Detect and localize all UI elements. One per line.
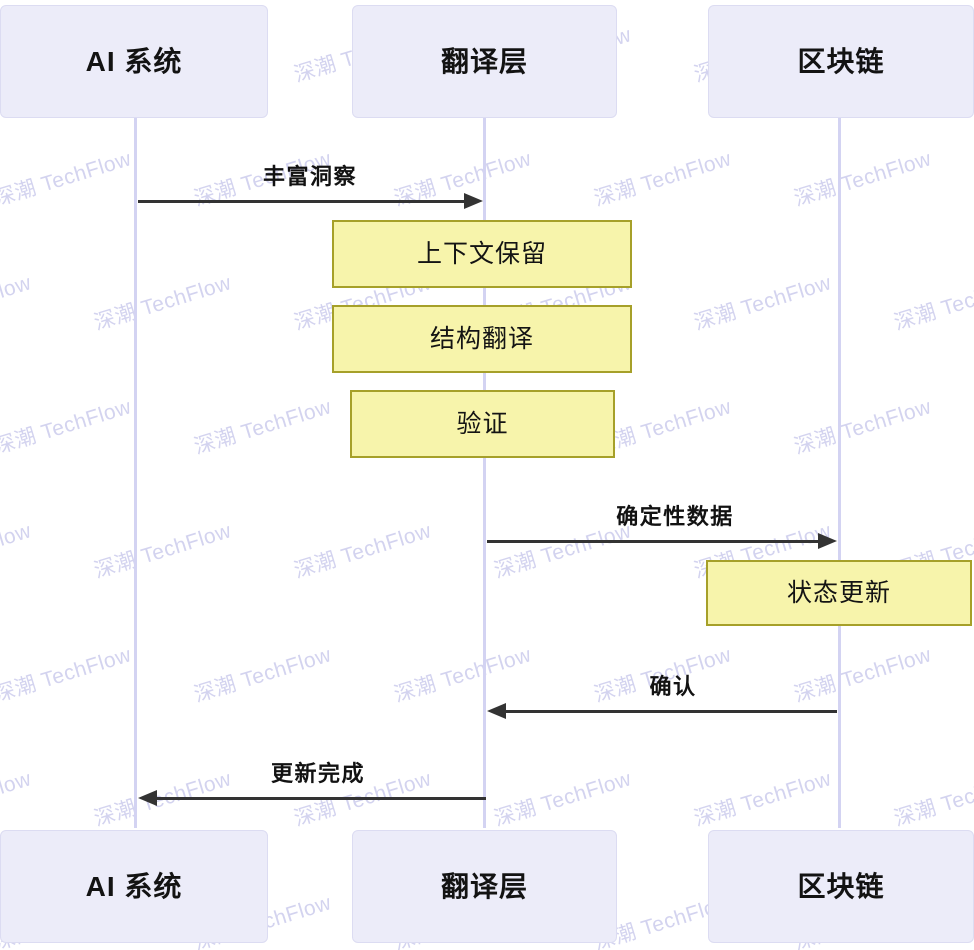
- note-state-update[interactable]: 状态更新: [706, 560, 972, 626]
- watermark-text: 深潮 TechFlow: [791, 395, 935, 459]
- watermark-text: 深潮 TechFlow: [691, 767, 835, 831]
- note-verification[interactable]: 验证: [350, 390, 615, 458]
- participant-label-ai-bottom: AI 系统: [85, 870, 183, 902]
- watermark-text: 深潮 TechFlow: [0, 767, 35, 831]
- note-structural-translation[interactable]: 结构翻译: [332, 305, 632, 373]
- message-line: [506, 710, 837, 713]
- participant-box-ai-top[interactable]: AI 系统: [0, 5, 268, 118]
- message-label: 确定性数据: [616, 504, 734, 529]
- watermark-text: 深潮 TechFlow: [791, 147, 935, 211]
- participant-label-ai-top: AI 系统: [85, 45, 183, 77]
- note-label: 上下文保留: [416, 239, 547, 268]
- participant-label-translation-top: 翻译层: [440, 45, 528, 77]
- message-line: [138, 200, 464, 203]
- message-label: 丰富洞察: [262, 164, 358, 189]
- note-label: 状态更新: [786, 578, 891, 607]
- message-line: [157, 797, 486, 800]
- participant-label-blockchain-top: 区块链: [797, 45, 885, 77]
- participant-label-blockchain-bottom: 区块链: [797, 870, 885, 902]
- watermark-text: 深潮 TechFlow: [491, 767, 635, 831]
- lifeline-translation: [483, 118, 486, 828]
- watermark-text: 深潮 TechFlow: [891, 767, 974, 831]
- watermark-text: 深潮 TechFlow: [0, 147, 135, 211]
- watermark-text: 深潮 TechFlow: [0, 395, 135, 459]
- watermark-text: 深潮 TechFlow: [291, 519, 435, 583]
- participant-box-translation-top[interactable]: 翻译层: [352, 5, 617, 118]
- watermark-text: 深潮 TechFlow: [791, 643, 935, 707]
- watermark-text: 深潮 TechFlow: [0, 643, 135, 707]
- watermark-text: 深潮 TechFlow: [191, 643, 335, 707]
- watermark-text: 深潮 TechFlow: [691, 271, 835, 335]
- note-context-preservation[interactable]: 上下文保留: [332, 220, 632, 288]
- arrowhead-right-icon: [818, 533, 837, 549]
- lifeline-blockchain: [838, 118, 841, 828]
- watermark-text: 深潮 TechFlow: [0, 271, 35, 335]
- watermark-text: 深潮 TechFlow: [91, 271, 235, 335]
- note-label: 结构翻译: [429, 324, 534, 353]
- message-line: [487, 540, 818, 543]
- participant-box-ai-bottom[interactable]: AI 系统: [0, 830, 268, 943]
- message-label: 确认: [649, 674, 697, 699]
- watermark-text: 深潮 TechFlow: [0, 519, 35, 583]
- participant-label-translation-bottom: 翻译层: [440, 870, 528, 902]
- watermark-text: 深潮 TechFlow: [891, 271, 974, 335]
- watermark-text: 深潮 TechFlow: [91, 519, 235, 583]
- watermark-text: 深潮 TechFlow: [191, 395, 335, 459]
- arrowhead-left-icon: [138, 790, 157, 806]
- arrowhead-left-icon: [487, 703, 506, 719]
- message-label: 更新完成: [270, 761, 366, 786]
- watermark-text: 深潮 TechFlow: [391, 643, 535, 707]
- watermark-text: 深潮 TechFlow: [491, 519, 635, 583]
- participant-box-translation-bottom[interactable]: 翻译层: [352, 830, 617, 943]
- arrowhead-right-icon: [464, 193, 483, 209]
- participant-box-blockchain-bottom[interactable]: 区块链: [708, 830, 974, 943]
- lifeline-ai: [134, 118, 137, 828]
- participant-box-blockchain-top[interactable]: 区块链: [708, 5, 974, 118]
- watermark-text: 深潮 TechFlow: [591, 147, 735, 211]
- note-label: 验证: [456, 409, 509, 438]
